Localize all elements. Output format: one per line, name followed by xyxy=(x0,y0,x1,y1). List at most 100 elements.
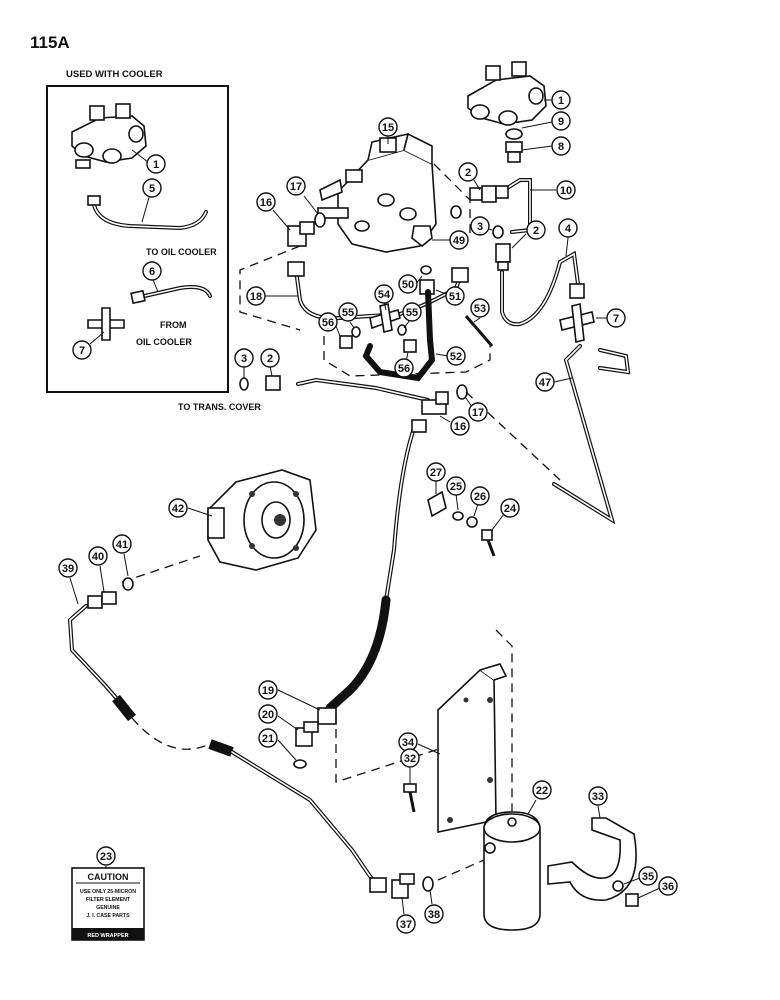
label-from-oil-cooler-2: OIL COOLER xyxy=(136,337,192,347)
svg-text:2: 2 xyxy=(533,225,539,237)
leader-c40 xyxy=(99,565,105,593)
part-elbow-16b xyxy=(421,391,449,415)
caution-footer: RED WRAPPER xyxy=(87,933,128,939)
callout-1-inset: 1 xyxy=(146,154,166,174)
leader-c17a xyxy=(303,195,319,215)
caution-label: CAUTION USE ONLY 25-MICRON FILTER ELEMEN… xyxy=(71,866,145,941)
inset-frame xyxy=(46,85,229,393)
dash-18 xyxy=(239,245,301,331)
part-connector-2 xyxy=(469,185,497,203)
callout-42: 42 xyxy=(168,498,188,518)
callout-4: 4 xyxy=(558,218,578,238)
inset-pipe-6 xyxy=(130,285,212,305)
svg-text:27: 27 xyxy=(430,467,442,479)
svg-text:38: 38 xyxy=(428,909,440,921)
callout-35: 35 xyxy=(638,866,658,886)
svg-text:19: 19 xyxy=(262,685,274,697)
part-fitting-56a xyxy=(339,335,353,349)
leader-c39 xyxy=(69,577,79,605)
leader-c7-inset xyxy=(89,331,105,345)
leader-c26 xyxy=(473,503,479,517)
part-oring-3a xyxy=(450,205,462,219)
callout-47: 47 xyxy=(535,372,555,392)
callout-52: 52 xyxy=(446,346,466,366)
part-tube-37 xyxy=(208,739,387,893)
svg-text:6: 6 xyxy=(149,266,155,278)
part-washer-35 xyxy=(612,880,624,892)
svg-text:56: 56 xyxy=(322,317,334,329)
leader-c56a xyxy=(335,325,341,337)
callout-8: 8 xyxy=(551,136,571,156)
leader-c55b xyxy=(403,319,411,329)
part-rod-53 xyxy=(464,315,494,347)
svg-text:53: 53 xyxy=(474,303,486,315)
callout-2c: 2 xyxy=(260,348,280,368)
leader-c16b xyxy=(439,415,451,423)
callout-15: 15 xyxy=(378,117,398,137)
svg-text:21: 21 xyxy=(262,733,274,745)
callout-23: 23 xyxy=(96,846,116,866)
callout-7: 7 xyxy=(606,308,626,328)
part-bolt-24 xyxy=(481,529,496,557)
svg-text:7: 7 xyxy=(613,313,619,325)
callout-20: 20 xyxy=(258,704,278,724)
part-bolt-32 xyxy=(403,783,417,813)
part-hose-19 xyxy=(317,419,427,725)
leader-c47 xyxy=(553,377,573,383)
svg-text:56: 56 xyxy=(398,363,410,375)
part-fitting-8 xyxy=(505,141,523,163)
inset-valve xyxy=(71,103,147,169)
svg-text:8: 8 xyxy=(558,141,564,153)
dash-left-lower xyxy=(131,717,211,750)
callout-16a: 16 xyxy=(256,192,276,212)
part-tube-10 xyxy=(495,178,532,234)
part-elbow-20 xyxy=(295,721,319,747)
callout-33: 33 xyxy=(588,786,608,806)
leader-c1-inset xyxy=(131,149,149,163)
part-oring-17 xyxy=(314,212,326,228)
dash-pump xyxy=(121,555,201,583)
callout-50: 50 xyxy=(398,274,418,294)
part-elbow-16 xyxy=(287,221,315,247)
svg-text:22: 22 xyxy=(536,785,548,797)
part-nut-50 xyxy=(420,265,432,275)
callout-27: 27 xyxy=(426,462,446,482)
svg-text:55: 55 xyxy=(342,307,354,319)
svg-text:52: 52 xyxy=(450,351,462,363)
callout-51: 51 xyxy=(445,286,465,306)
part-filter-22 xyxy=(483,811,541,931)
part-oring-55a xyxy=(351,326,361,338)
callout-38: 38 xyxy=(424,904,444,924)
svg-text:24: 24 xyxy=(504,503,517,515)
part-plug-49 xyxy=(411,225,433,248)
callout-53: 53 xyxy=(470,298,490,318)
part-hose-52 xyxy=(362,289,436,382)
part-oring-9 xyxy=(505,128,523,140)
part-tube-39 xyxy=(67,604,136,722)
callout-56a: 56 xyxy=(318,312,338,332)
caution-line3: GENUINE xyxy=(96,905,120,911)
svg-text:36: 36 xyxy=(662,881,674,893)
callout-6: 6 xyxy=(142,261,162,281)
svg-text:26: 26 xyxy=(474,491,486,503)
callout-17a: 17 xyxy=(286,176,306,196)
part-washer-25 xyxy=(452,511,464,521)
svg-text:16: 16 xyxy=(454,421,466,433)
svg-text:5: 5 xyxy=(149,183,155,195)
svg-text:17: 17 xyxy=(472,407,484,419)
svg-text:1: 1 xyxy=(558,95,564,107)
svg-text:49: 49 xyxy=(453,235,465,247)
part-fitting-40 xyxy=(87,591,117,609)
part-pump-42 xyxy=(207,469,317,571)
callouts: 1 5 6 7 1 9 8 15 2 10 16 17 3 49 2 4 18 … xyxy=(58,90,678,934)
inset-used-with-cooler: USED WITH COOLER TO OIL COOLER FR xyxy=(46,69,229,393)
leader-c2b xyxy=(511,233,527,249)
leader-c2a xyxy=(473,179,481,191)
callout-39: 39 xyxy=(58,558,78,578)
callout-41: 41 xyxy=(112,534,132,554)
callout-16b: 16 xyxy=(450,416,470,436)
callout-1: 1 xyxy=(551,90,571,110)
part-tube-4 xyxy=(500,250,585,327)
part-nut-36 xyxy=(625,893,639,907)
leader-c24 xyxy=(491,513,505,531)
